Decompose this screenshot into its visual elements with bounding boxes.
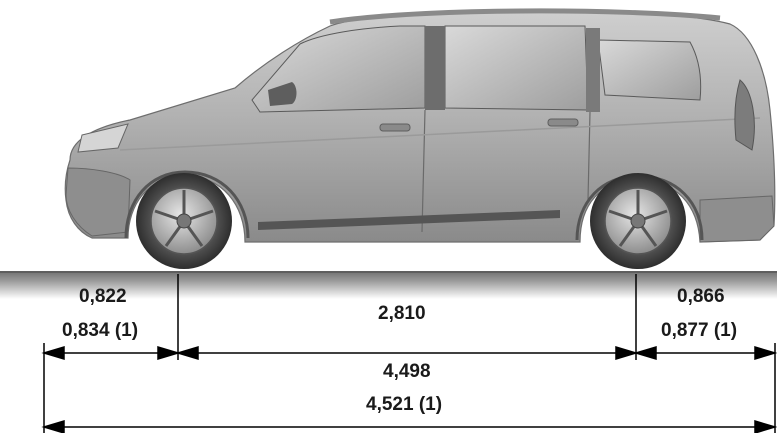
- c-pillar: [586, 28, 600, 112]
- front-overhang-alt-label: 0,834 (1): [62, 320, 139, 341]
- roof-rail: [329, 8, 721, 25]
- front-bumper: [65, 167, 131, 237]
- body-crease: [119, 117, 761, 151]
- rear-side-window: [444, 25, 589, 111]
- arrowhead: [157, 345, 181, 361]
- ground-band: [0, 271, 777, 299]
- arrowhead: [175, 345, 199, 361]
- arrowhead: [41, 345, 65, 361]
- dimension-lines: [41, 274, 777, 433]
- front-wheel-arch: [124, 170, 250, 239]
- arrowhead: [615, 345, 639, 361]
- side-mirror: [268, 82, 297, 106]
- rear-overhang-alt-label: 0,877 (1): [661, 320, 738, 341]
- arrowhead: [754, 345, 777, 361]
- rear-door-handle: [547, 118, 579, 127]
- car-illustration: [64, 8, 776, 269]
- rear-overhang-label: 0,866: [677, 286, 725, 307]
- overall-length-alt-label: 4,521 (1): [366, 394, 443, 415]
- overall-length-label: 4,498: [383, 361, 431, 382]
- rear-bumper: [699, 195, 775, 243]
- rear-wheel: [590, 173, 686, 269]
- wheelbase-label: 2,810: [378, 303, 426, 324]
- headlight: [77, 123, 129, 153]
- tail-light: [734, 79, 755, 151]
- b-pillar: [425, 26, 445, 110]
- rear-quarter-window: [597, 39, 702, 101]
- front-door-handle: [379, 123, 411, 132]
- front-overhang-label: 0,822: [79, 286, 127, 307]
- arrowhead: [41, 419, 65, 433]
- side-strip: [258, 210, 560, 230]
- front-wheel: [136, 173, 232, 269]
- arrowhead: [754, 419, 777, 433]
- arrowhead: [633, 345, 657, 361]
